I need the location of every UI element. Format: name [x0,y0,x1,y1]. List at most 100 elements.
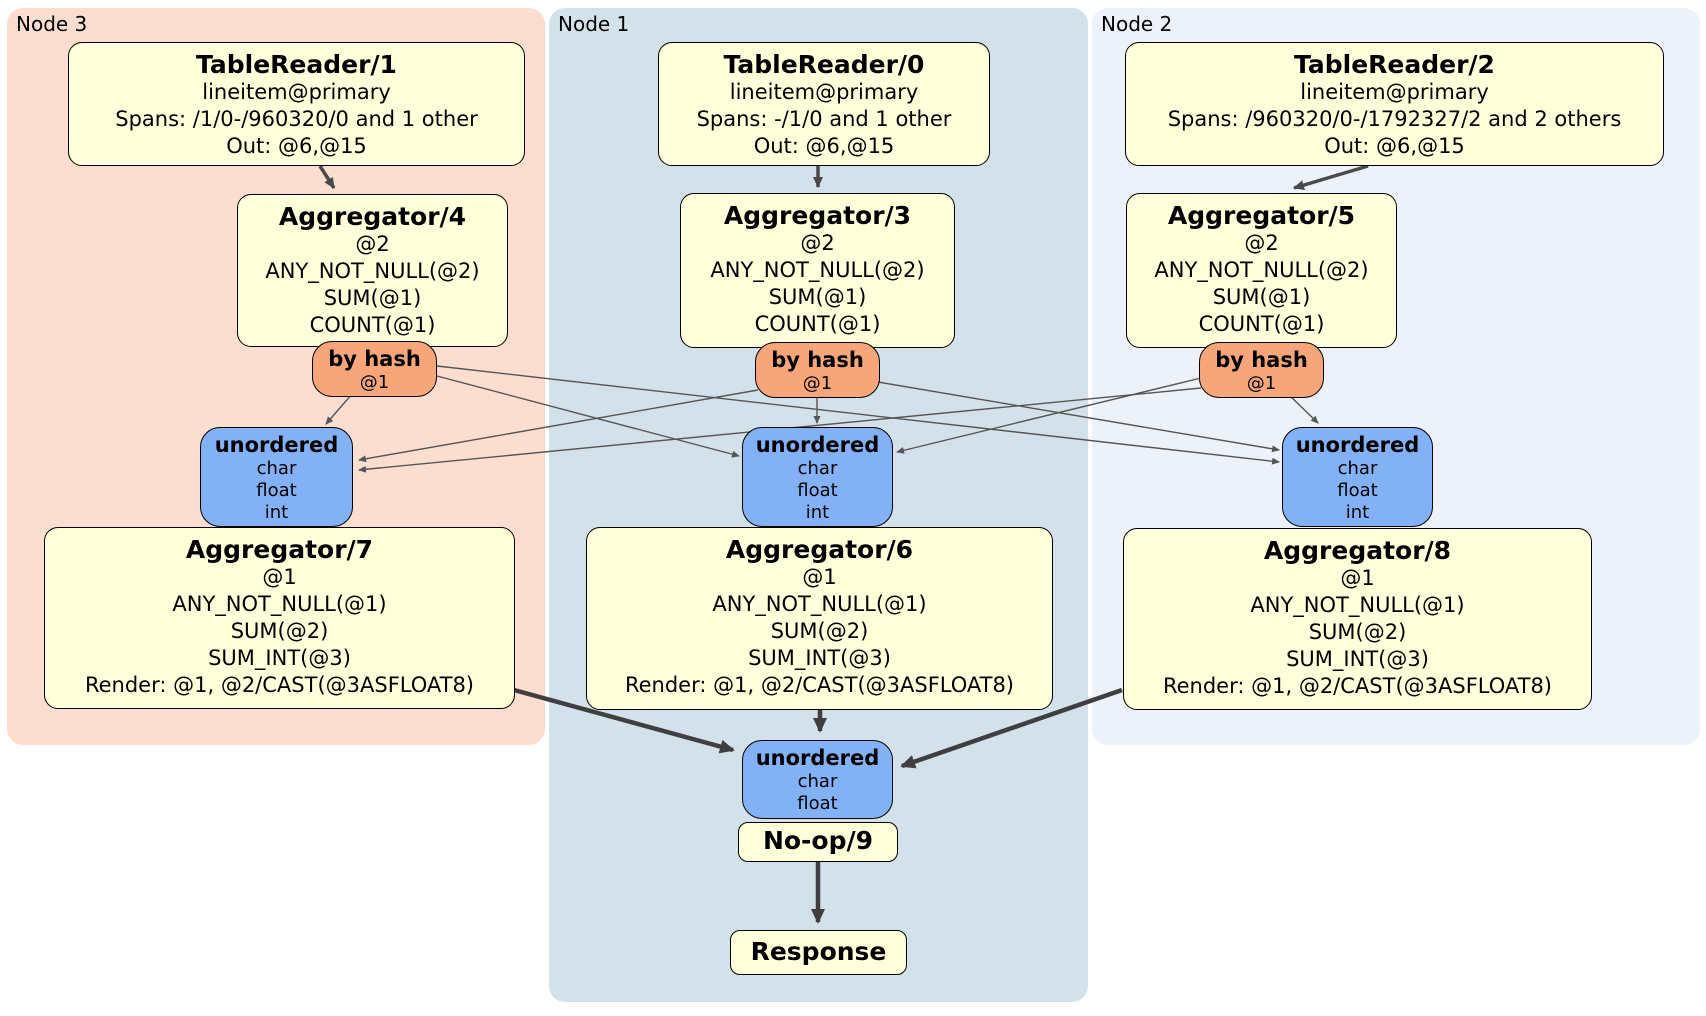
processor-detail: SUM(@1) [1212,285,1311,309]
processor-detail: ANY_NOT_NULL(@2) [1154,258,1369,282]
router-title: by hash [328,347,421,371]
processor-detail: @1 [802,565,837,589]
processor-detail: Out: @6,@15 [226,134,367,158]
processor-detail: ANY_NOT_NULL(@2) [710,258,925,282]
processor-detail: @1 [1340,566,1375,590]
processor-detail: ANY_NOT_NULL(@1) [1250,593,1465,617]
processor-detail: ANY_NOT_NULL(@1) [712,592,927,616]
router-detail: @1 [359,372,390,393]
router-detail: @1 [802,373,833,394]
edge-h1-u2 [877,381,1280,453]
processor-detail: Render: @1, @2/CAST(@3ASFLOAT8) [624,673,1015,697]
sync-detail: int [264,502,289,523]
processor-title: TableReader/1 [196,50,397,79]
processor-detail: COUNT(@1) [309,313,436,337]
noop-9-box: No-op/9 [738,822,898,862]
processor-detail: Spans: /960320/0-/1792327/2 and 2 others [1167,107,1622,131]
sync-detail: char [797,771,838,792]
processor-detail: lineitem@primary [1300,80,1489,104]
processor-title: No-op/9 [762,826,874,855]
unordered-sync-final: unordered char float [742,740,893,819]
processor-detail: COUNT(@1) [754,312,881,336]
processor-detail: SUM_INT(@3) [748,646,891,670]
sync-detail: float [797,480,838,501]
processor-detail: COUNT(@1) [1198,312,1325,336]
sync-detail: float [797,793,838,814]
sync-detail: float [256,480,297,501]
edge-h2-u2 [1287,393,1319,424]
tablereader-0-box: TableReader/0 lineitem@primary Spans: -/… [658,42,990,166]
hash-router-node3: by hash @1 [312,341,437,397]
processor-title: Aggregator/3 [723,201,912,230]
processor-detail: Out: @6,@15 [1324,134,1465,158]
edge-agg8-ufinal [900,687,1123,769]
edge-h1-u3 [358,389,759,463]
processor-detail: SUM(@1) [768,285,867,309]
sync-detail: int [805,502,830,523]
sync-detail: float [1337,480,1378,501]
sync-detail: char [1337,458,1378,479]
processor-detail: ANY_NOT_NULL(@2) [265,259,480,283]
processor-detail: @2 [1244,231,1279,255]
sync-title: unordered [214,433,339,457]
processor-detail: @1 [262,565,297,589]
edge-tr2-agg5 [1293,164,1369,190]
processor-detail: @2 [355,232,390,256]
edge-agg7-ufinal [513,687,735,754]
sync-detail: int [1345,502,1370,523]
unordered-sync-node2: unordered char float int [1282,427,1433,527]
node3-label: Node 3 [16,12,88,36]
processor-detail: SUM(@2) [1308,620,1407,644]
response-box: Response [730,930,907,975]
edge-h3-u1 [436,375,740,458]
tablereader-2-box: TableReader/2 lineitem@primary Spans: /9… [1125,42,1664,166]
processor-title: Aggregator/5 [1167,201,1356,230]
sync-title: unordered [1295,433,1420,457]
aggregator-6-box: Aggregator/6 @1 ANY_NOT_NULL(@1) SUM(@2)… [586,527,1053,710]
processor-detail: Out: @6,@15 [753,134,895,158]
aggregator-5-box: Aggregator/5 @2 ANY_NOT_NULL(@2) SUM(@1)… [1126,193,1397,348]
node1-label: Node 1 [558,12,630,36]
node2-label: Node 2 [1101,12,1173,36]
tablereader-1-box: TableReader/1 lineitem@primary Spans: /1… [68,42,525,166]
aggregator-7-box: Aggregator/7 @1 ANY_NOT_NULL(@1) SUM(@2)… [44,527,515,709]
processor-detail: Spans: /1/0-/960320/0 and 1 other [115,107,478,131]
sync-title: unordered [755,433,880,457]
edge-h2-u1 [896,377,1202,454]
processor-detail: Render: @1, @2/CAST(@3ASFLOAT8) [84,673,475,697]
router-detail: @1 [1246,373,1277,394]
hash-router-node2: by hash @1 [1199,342,1324,398]
edge-h3-u2 [436,365,1280,465]
router-title: by hash [1215,348,1308,372]
hash-router-node1: by hash @1 [755,342,880,398]
processor-title: Response [750,937,887,966]
processor-detail: Spans: -/1/0 and 1 other [696,107,952,131]
unordered-sync-node1: unordered char float int [742,427,893,527]
processor-title: TableReader/0 [723,50,925,79]
processor-detail: @2 [800,231,835,255]
aggregator-8-box: Aggregator/8 @1 ANY_NOT_NULL(@1) SUM(@2)… [1123,528,1592,710]
processor-detail: lineitem@primary [202,80,391,104]
processor-title: Aggregator/6 [725,535,914,564]
processor-detail: SUM_INT(@3) [208,646,351,670]
processor-detail: SUM(@2) [770,619,869,643]
sync-detail: char [256,458,297,479]
router-title: by hash [771,348,864,372]
unordered-sync-node3: unordered char float int [200,427,353,527]
processor-detail: SUM_INT(@3) [1286,647,1429,671]
sync-detail: char [797,458,838,479]
processor-detail: ANY_NOT_NULL(@1) [172,592,387,616]
sync-title: unordered [755,746,880,770]
processor-title: TableReader/2 [1294,50,1495,79]
processor-detail: lineitem@primary [729,80,919,104]
processor-detail: Render: @1, @2/CAST(@3ASFLOAT8) [1162,674,1553,698]
processor-detail: SUM(@2) [230,619,329,643]
processor-title: Aggregator/7 [185,535,374,564]
processor-title: Aggregator/4 [278,202,467,231]
processor-detail: SUM(@1) [323,286,422,310]
processor-title: Aggregator/8 [1263,536,1452,565]
edge-tr1-agg4 [318,165,336,189]
aggregator-3-box: Aggregator/3 @2 ANY_NOT_NULL(@2) SUM(@1)… [680,193,955,348]
